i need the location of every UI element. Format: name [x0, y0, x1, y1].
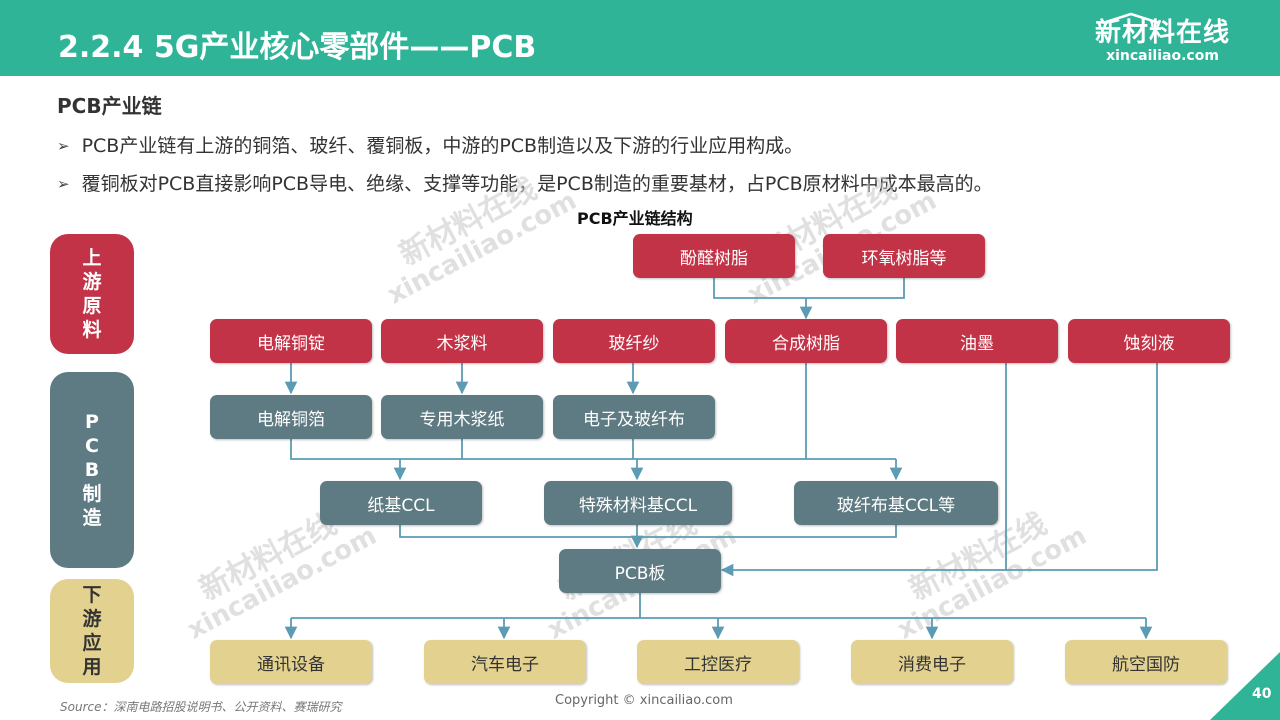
page-title: 2.2.4 5G产业核心零部件——PCB — [58, 30, 537, 65]
header-bar: 2.2.4 5G产业核心零部件——PCB 新材料在线 xincailiao.co… — [0, 0, 1280, 76]
node-ink: 油墨 — [896, 319, 1058, 363]
logo-english-text: xincailiao.com — [1106, 48, 1219, 64]
bullet-item: ➢PCB产业链有上游的铜箔、玻纤、覆铜板，中游的PCB制造以及下游的行业应用构成… — [57, 135, 804, 157]
node-aerospace-defense: 航空国防 — [1065, 640, 1227, 684]
stage-upstream: 上游原料 — [50, 234, 134, 354]
stage-downstream: 下游应用 — [50, 579, 134, 683]
node-pcb-board: PCB板 — [559, 549, 721, 593]
section-subheading: PCB产业链 — [57, 94, 162, 118]
node-special-pulp-paper: 专用木浆纸 — [381, 395, 543, 439]
stage-midstream: PCB制造 — [50, 372, 134, 568]
node-automotive-electronics: 汽车电子 — [424, 640, 586, 684]
node-consumer-electronics: 消费电子 — [851, 640, 1013, 684]
house-roof-icon — [1102, 12, 1160, 24]
node-industrial-medical: 工控医疗 — [637, 640, 799, 684]
bullet-item: ➢覆铜板对PCB直接影响PCB导电、绝缘、支撑等功能，是PCB制造的重要基材，占… — [57, 173, 993, 195]
page-number: 40 — [1252, 686, 1272, 702]
arrow-bullet-icon: ➢ — [57, 175, 70, 193]
chart-title: PCB产业链结构 — [577, 209, 693, 228]
node-glass-fiber-yarn: 玻纤纱 — [553, 319, 715, 363]
node-epoxy-resin: 环氧树脂等 — [823, 234, 985, 278]
node-electronic-glass-cloth: 电子及玻纤布 — [553, 395, 715, 439]
arrow-bullet-icon: ➢ — [57, 137, 70, 155]
copyright-text: Copyright © xincailiao.com — [555, 693, 733, 708]
node-electrolytic-copper-ingot: 电解铜锭 — [210, 319, 372, 363]
corner-triangle-decoration — [1210, 652, 1280, 720]
node-paper-ccl: 纸基CCL — [320, 481, 482, 525]
node-synthetic-resin: 合成树脂 — [725, 319, 887, 363]
brand-logo: 新材料在线 xincailiao.com — [1095, 12, 1230, 64]
node-wood-pulp: 木浆料 — [381, 319, 543, 363]
node-phenolic-resin: 酚醛树脂 — [633, 234, 795, 278]
source-note: Source：深南电路招股说明书、公开资料、赛瑞研究 — [60, 700, 342, 714]
node-electrolytic-copper-foil: 电解铜箔 — [210, 395, 372, 439]
node-glass-cloth-ccl: 玻纤布基CCL等 — [794, 481, 998, 525]
node-etching-liquid: 蚀刻液 — [1068, 319, 1230, 363]
logo-chinese-text: 新材料在线 — [1094, 18, 1230, 48]
node-special-material-ccl: 特殊材料基CCL — [544, 481, 732, 525]
node-communication-equipment: 通讯设备 — [210, 640, 372, 684]
